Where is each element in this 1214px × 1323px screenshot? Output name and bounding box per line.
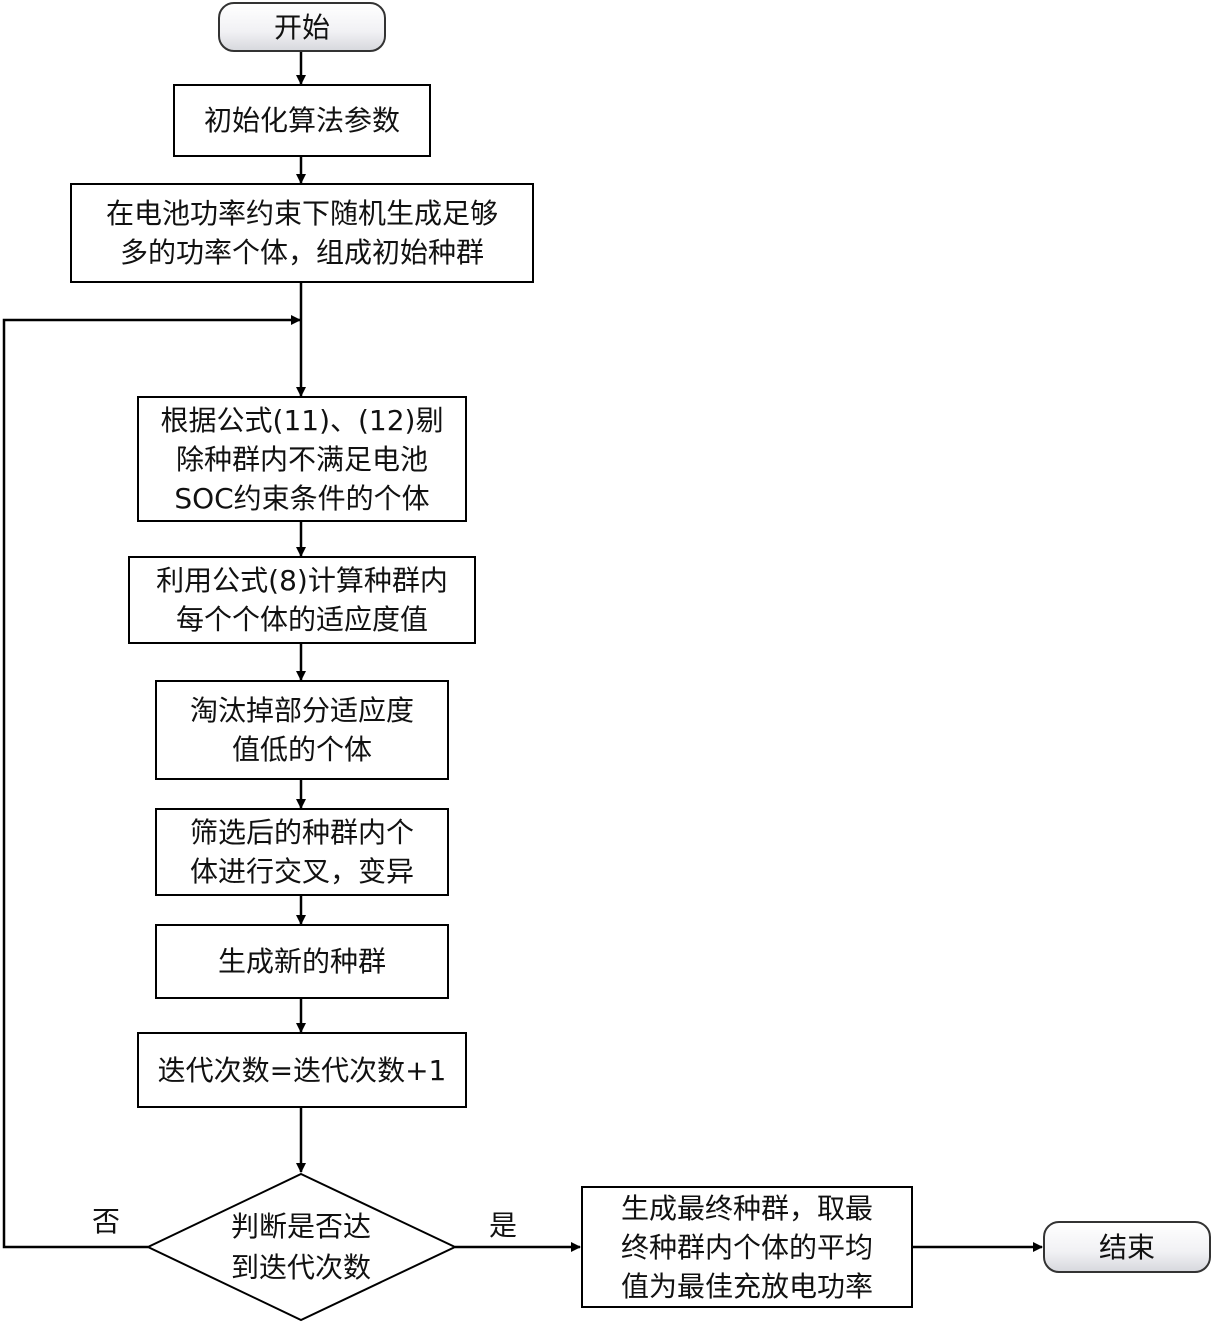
eliminate-low-line: 淘汰掉部分适应度 xyxy=(189,694,414,727)
init-params-box: 初始化算法参数 xyxy=(173,84,431,157)
eliminate-low-fitness-box: 淘汰掉部分适应度 值低的个体 xyxy=(155,680,449,780)
compute-fitness-line: 每个个体的适应度值 xyxy=(175,603,428,636)
remove-invalid-box: 根据公式(11)、(12)剔 除种群内不满足电池 SOC约束条件的个体 xyxy=(137,396,467,522)
new-population-box: 生成新的种群 xyxy=(155,924,449,999)
iteration-increment-label: 迭代次数=迭代次数+1 xyxy=(157,1053,447,1087)
end-label: 结束 xyxy=(1098,1230,1155,1264)
crossover-mutation-line: 体进行交叉，变异 xyxy=(189,855,414,888)
init-params-label: 初始化算法参数 xyxy=(203,104,400,137)
decision-text: 判断是否达 到迭代次数 xyxy=(196,1206,406,1288)
remove-invalid-line: 根据公式(11)、(12)剔 xyxy=(160,403,444,437)
final-output-line: 值为最佳充放电功率 xyxy=(620,1269,873,1303)
yes-branch-label: 是 xyxy=(489,1209,518,1242)
iteration-increment-box: 迭代次数=迭代次数+1 xyxy=(137,1032,467,1108)
generate-population-line: 多的功率个体，组成初始种群 xyxy=(119,236,484,269)
remove-invalid-line: 除种群内不满足电池 xyxy=(175,442,428,476)
generate-population-box: 在电池功率约束下随机生成足够 多的功率个体，组成初始种群 xyxy=(70,183,534,283)
eliminate-low-line: 值低的个体 xyxy=(231,733,372,766)
decision-line: 到迭代次数 xyxy=(230,1251,371,1284)
crossover-mutation-line: 筛选后的种群内个 xyxy=(189,816,414,849)
compute-fitness-box: 利用公式(8)计算种群内 每个个体的适应度值 xyxy=(128,556,476,644)
final-output-line: 终种群内个体的平均 xyxy=(620,1230,873,1264)
final-output-line: 生成最终种群，取最 xyxy=(620,1191,873,1225)
final-output-box: 生成最终种群，取最 终种群内个体的平均 值为最佳充放电功率 xyxy=(581,1186,913,1308)
remove-invalid-line: SOC约束条件的个体 xyxy=(174,481,430,515)
new-population-label: 生成新的种群 xyxy=(217,945,386,978)
crossover-mutation-box: 筛选后的种群内个 体进行交叉，变异 xyxy=(155,808,449,896)
decision-line: 判断是否达 xyxy=(230,1210,371,1243)
compute-fitness-line: 利用公式(8)计算种群内 xyxy=(156,564,448,597)
end-node: 结束 xyxy=(1043,1221,1211,1273)
generate-population-line: 在电池功率约束下随机生成足够 xyxy=(105,197,498,230)
no-branch-label: 否 xyxy=(92,1205,121,1238)
start-node: 开始 xyxy=(218,2,386,52)
start-label: 开始 xyxy=(273,10,330,44)
loop-back-no-path xyxy=(2,315,301,1249)
decision-diamond xyxy=(145,1172,458,1322)
